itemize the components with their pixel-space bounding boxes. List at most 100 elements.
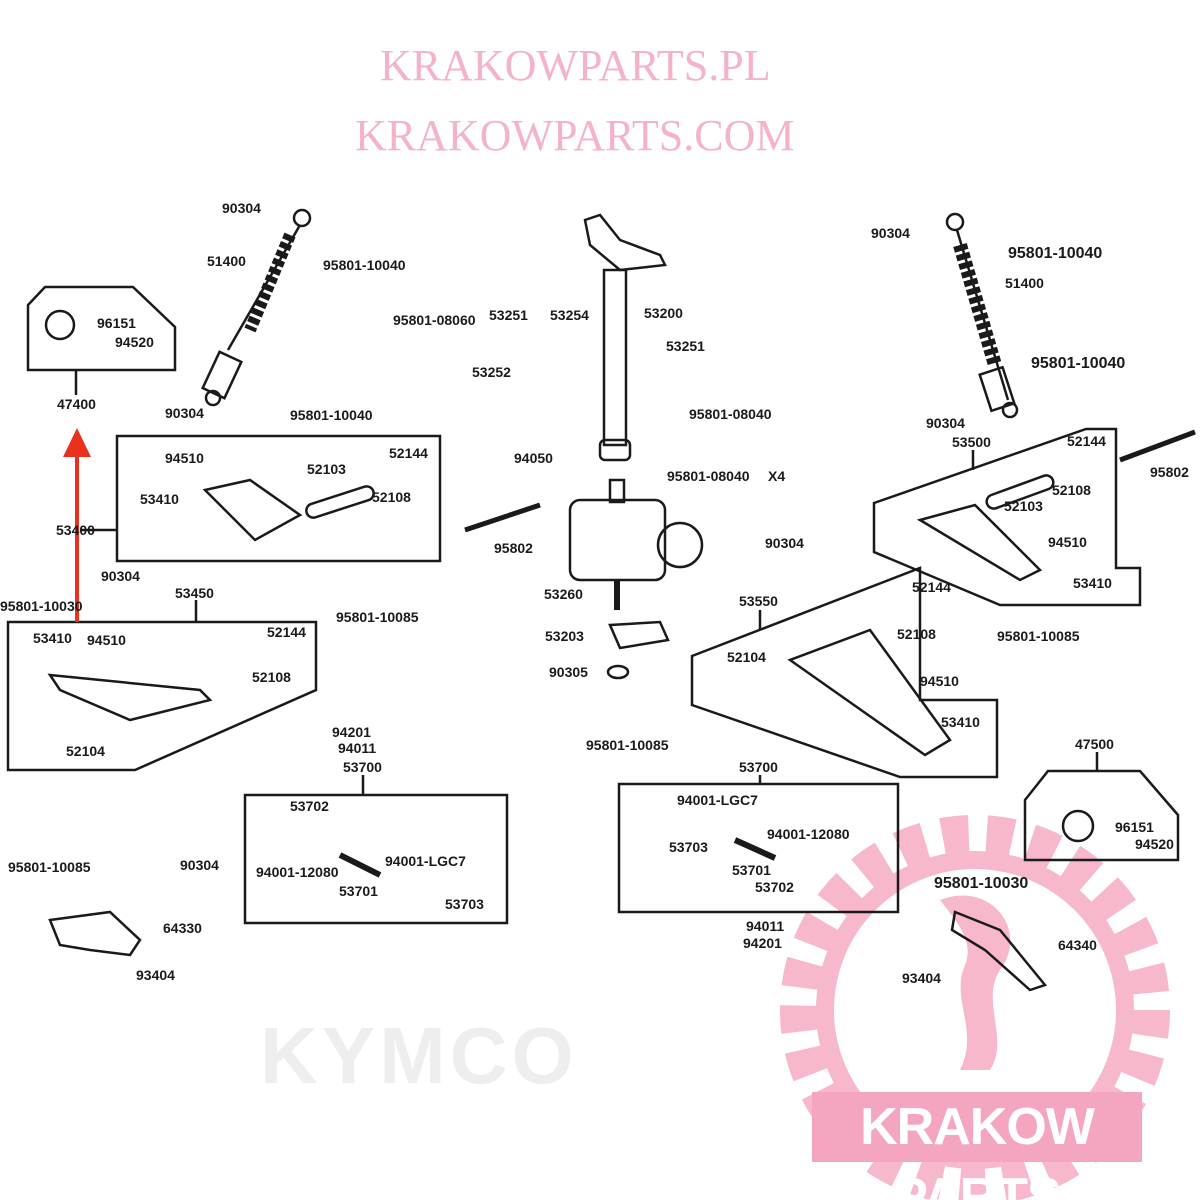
shock-absorber-right — [945, 212, 1019, 419]
part-number-label: 53254 — [550, 307, 589, 323]
part-number-label: 94201 — [743, 935, 782, 951]
part-number-label: 95801-10040 — [290, 407, 373, 423]
part-number-label: 90305 — [549, 664, 588, 680]
guard-64340 — [950, 910, 1048, 992]
pivot-tube-52103-right — [985, 474, 1055, 510]
part-number-label: 94510 — [87, 632, 126, 648]
part-number-label: 95802 — [1150, 464, 1189, 480]
part-number-label: 47500 — [1075, 736, 1114, 752]
part-number-label: 53700 — [343, 759, 382, 775]
part-number-label: 94050 — [514, 450, 553, 466]
lower-arm-box-53550 — [690, 566, 999, 779]
part-number-label: 94001-12080 — [767, 826, 850, 842]
part-number-label: 96151 — [1115, 819, 1154, 835]
part-number-label: 53410 — [140, 491, 179, 507]
part-number-label: 53203 — [545, 628, 584, 644]
part-number-label: 90304 — [101, 568, 140, 584]
part-number-label: 47400 — [57, 396, 96, 412]
part-number-label: 95801-10040 — [323, 257, 406, 273]
steering-gearbox-53260 — [568, 478, 704, 680]
part-number-label: 95801-10085 — [586, 737, 669, 753]
shock-absorber-left — [201, 208, 312, 407]
lower-arm-left — [47, 673, 213, 722]
part-number-label: 96151 — [97, 315, 136, 331]
part-number-label: 95801-10085 — [997, 628, 1080, 644]
part-number-label: 94001-LGC7 — [385, 853, 466, 869]
part-number-label: 90304 — [222, 200, 261, 216]
part-number-label: 53200 — [644, 305, 683, 321]
part-number-label: 52103 — [307, 461, 346, 477]
part-number-label: 94520 — [1135, 836, 1174, 852]
part-number-label: 95801-10040 — [1031, 355, 1126, 372]
pivot-tube-52103-left — [305, 485, 375, 519]
watermark-krakowparts-pl: KRAKOWPARTS.PL — [380, 41, 771, 90]
part-number-label: 51400 — [207, 253, 246, 269]
knuckle-right — [1061, 809, 1095, 843]
part-number-label: 53400 — [56, 522, 95, 538]
part-number-label: 95801-10085 — [336, 609, 419, 625]
part-number-label: 53701 — [732, 862, 771, 878]
part-number-label: 94011 — [746, 918, 785, 934]
part-number-label: 94510 — [165, 450, 204, 466]
part-number-label: 95801-08060 — [393, 312, 476, 328]
part-number-label: 52144 — [1067, 433, 1106, 449]
part-number-label: 53251 — [666, 338, 705, 354]
part-number-label: 52108 — [1052, 482, 1091, 498]
part-number-label: 53701 — [339, 883, 378, 899]
part-number-label: 93404 — [902, 970, 941, 986]
upper-arm-right — [916, 503, 1043, 582]
part-number-label: 52144 — [389, 445, 428, 461]
lower-arm-right — [787, 628, 952, 757]
part-number-label: 52108 — [372, 489, 411, 505]
upper-arm-box-53400 — [115, 434, 442, 563]
part-number-label: 64340 — [1058, 937, 1097, 953]
watermark-kymco-logo: KYMCO — [260, 1011, 578, 1100]
part-number-label: 94011 — [338, 740, 377, 756]
part-number-label: 94201 — [332, 724, 371, 740]
part-number-label: 94001-LGC7 — [677, 792, 758, 808]
part-number-label: X4 — [768, 468, 786, 484]
part-number-label: 53410 — [941, 714, 980, 730]
part-number-label: 53703 — [445, 896, 484, 912]
part-number-label: 52104 — [66, 743, 105, 759]
part-number-label: 52103 — [1004, 498, 1043, 514]
part-number-label: 53410 — [1073, 575, 1112, 591]
part-number-label: 53703 — [669, 839, 708, 855]
part-number-label: 53251 — [489, 307, 528, 323]
part-number-label: 52108 — [897, 626, 936, 642]
part-number-label: 53252 — [472, 364, 511, 380]
guard-64330 — [48, 910, 142, 957]
part-number-label: 95801-10030 — [0, 598, 83, 614]
part-number-label: 95801-10030 — [934, 875, 1029, 892]
knuckle-left — [44, 309, 76, 341]
part-number-label: 52108 — [252, 669, 291, 685]
part-number-label: 90304 — [765, 535, 804, 551]
part-number-label: 52144 — [912, 579, 951, 595]
part-number-label: 95801-10085 — [8, 859, 91, 875]
part-number-label: 95801-08040 — [689, 406, 772, 422]
part-number-label: 52144 — [267, 624, 306, 640]
part-number-label: 90304 — [165, 405, 204, 421]
part-number-label: 95802 — [494, 540, 533, 556]
lower-arm-box-53450 — [6, 620, 318, 772]
steering-column — [583, 213, 667, 462]
part-number-label: 93404 — [136, 967, 175, 983]
part-number-label: 51400 — [1005, 275, 1044, 291]
part-number-label: 53500 — [952, 434, 991, 450]
part-number-label: 90304 — [180, 857, 219, 873]
upper-arm-left — [202, 478, 303, 542]
part-number-label: 53702 — [755, 879, 794, 895]
red-arrow — [63, 428, 91, 622]
part-number-label: 94510 — [920, 673, 959, 689]
watermark-krakowparts-com: KRAKOWPARTS.COM — [355, 111, 795, 160]
part-number-label: 52104 — [727, 649, 766, 665]
part-number-label: 53700 — [739, 759, 778, 775]
part-number-label: 53702 — [290, 798, 329, 814]
part-number-label: 94510 — [1048, 534, 1087, 550]
part-number-label: 95801-10040 — [1008, 245, 1103, 262]
tie-rod-box-53700-right — [617, 782, 900, 914]
part-number-label: 94001-12080 — [256, 864, 339, 880]
part-number-label: 53550 — [739, 593, 778, 609]
part-number-label: 53410 — [33, 630, 72, 646]
part-number-label: 90304 — [871, 225, 910, 241]
